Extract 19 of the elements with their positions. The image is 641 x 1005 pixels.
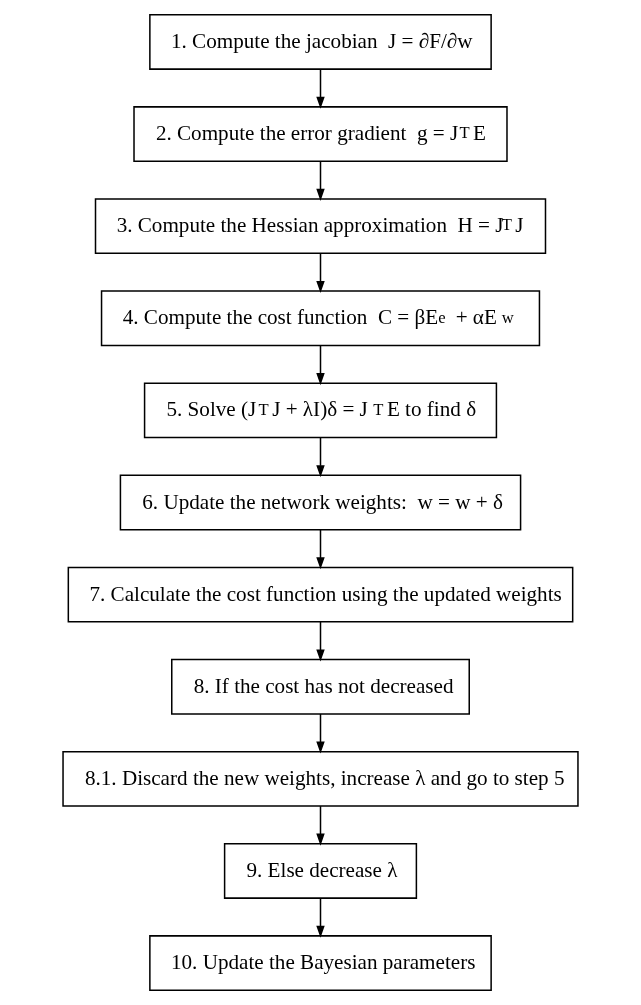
- arrow: [316, 436, 325, 478]
- node-box: 9. Else decrease λ: [223, 843, 418, 899]
- node-box: 2. Compute the error gradient g = JTE: [133, 106, 508, 162]
- arrow: [316, 897, 325, 938]
- node-box: 8.1. Discard the new weights, increase λ and go to step 5: [62, 750, 579, 807]
- arrow: [316, 344, 325, 386]
- arrow: [316, 68, 325, 109]
- node-box: 3. Compute the Hessian approximation H = JTJ: [94, 198, 547, 255]
- arrow: [316, 713, 325, 754]
- node-box: 1. Compute the jacobian J = ∂F/∂w: [149, 14, 492, 70]
- arrow: [316, 252, 325, 294]
- node-box: 8. If the cost has not decreased: [171, 658, 470, 715]
- arrow: [316, 621, 325, 662]
- node-box: 6. Update the network weights: w = w + δ: [119, 474, 522, 531]
- arrow: [316, 529, 325, 570]
- node-box: 10. Update the Bayesian parameters: [149, 935, 492, 991]
- arrow: [316, 805, 325, 846]
- arrow: [316, 160, 325, 201]
- node-box: 7. Calculate the cost function using the updated weights: [67, 566, 574, 623]
